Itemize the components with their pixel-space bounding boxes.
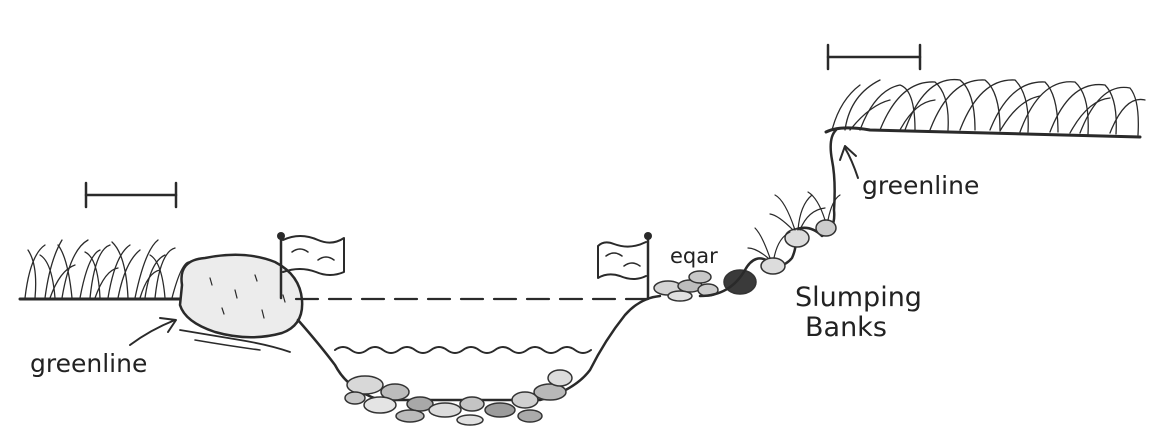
scale-bar-right — [828, 45, 920, 69]
grass-left — [25, 240, 190, 298]
boulder — [180, 255, 302, 352]
left-bank: greenline — [20, 183, 344, 378]
water-surface — [335, 347, 591, 353]
flag-right — [598, 232, 652, 298]
right-bank: eqar Slumping Banks — [654, 45, 1145, 343]
label-banks: Banks — [805, 312, 887, 343]
grass-right — [832, 80, 1145, 135]
label-eqar: eqar — [670, 244, 718, 268]
streambed-cobbles — [345, 370, 572, 425]
label-slumping: Slumping — [795, 282, 922, 313]
channel — [296, 232, 660, 425]
label-greenline-left: greenline — [30, 349, 147, 378]
label-greenline-right: greenline — [862, 171, 979, 200]
scale-bar-left — [86, 183, 176, 207]
ground-line-right — [826, 128, 1140, 137]
